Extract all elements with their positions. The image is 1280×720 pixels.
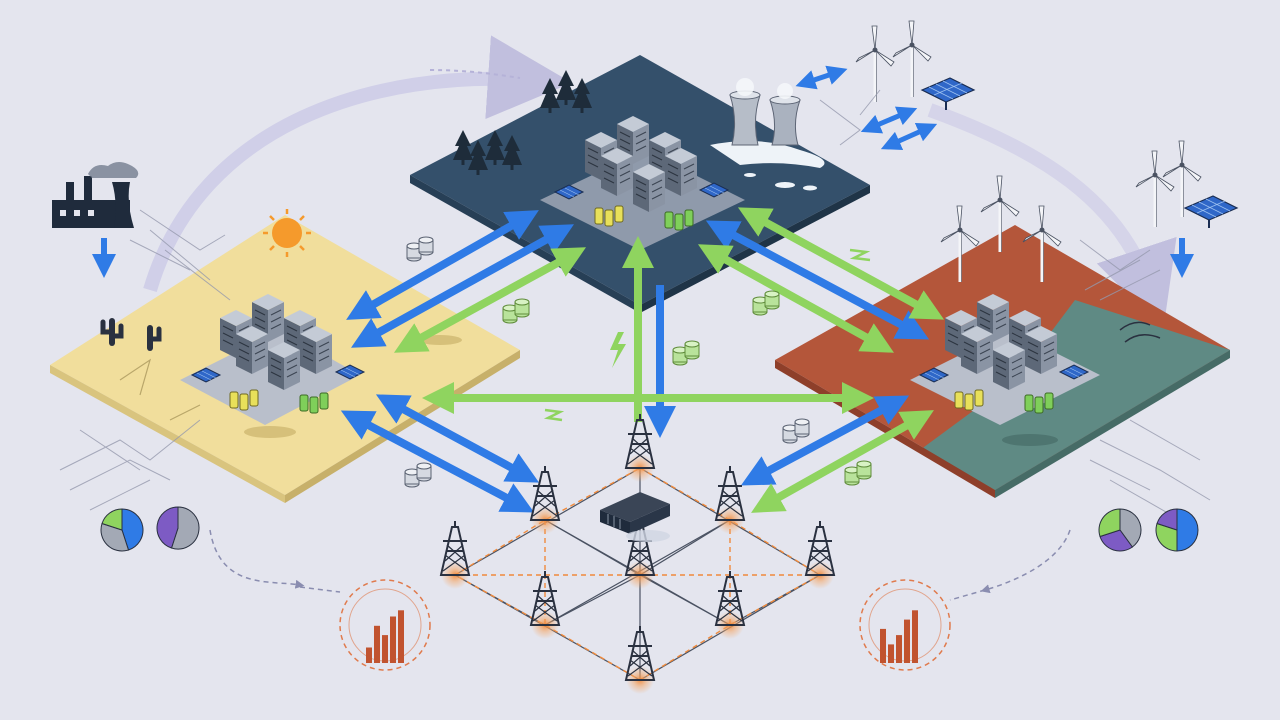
lightning-icon bbox=[849, 248, 871, 262]
coin-stack-icon bbox=[406, 236, 434, 262]
coin-stack-icon bbox=[752, 290, 780, 316]
factory-icon bbox=[52, 162, 139, 228]
coin-stack-icon bbox=[672, 340, 700, 366]
pine-tree-icon bbox=[556, 70, 576, 105]
wind-turbine-icon bbox=[1134, 149, 1176, 229]
pie-slice bbox=[1119, 508, 1142, 548]
pie-slice bbox=[121, 508, 144, 551]
coin-stack-icon bbox=[782, 418, 810, 444]
power-flow-arrows bbox=[393, 207, 945, 513]
bar-chart-icon-right bbox=[859, 579, 951, 671]
pie-slice bbox=[1098, 508, 1121, 538]
server-rack-icon bbox=[664, 147, 698, 197]
pie-charts bbox=[100, 506, 1199, 552]
bar bbox=[398, 610, 404, 663]
lightning-icon bbox=[610, 332, 626, 368]
wind-turbine-icon bbox=[891, 19, 933, 99]
server-rack-icon bbox=[235, 325, 269, 375]
sun-icon bbox=[263, 209, 311, 257]
lightning-icon bbox=[543, 408, 565, 422]
server-rack-icon bbox=[1024, 325, 1058, 375]
pie-chart-icon bbox=[100, 508, 144, 552]
data-center-desert bbox=[180, 293, 365, 425]
renewable-generation-top bbox=[854, 19, 1238, 229]
server-rack-icon bbox=[960, 325, 994, 375]
server-rack-icon bbox=[992, 341, 1026, 391]
transformer-icon bbox=[600, 492, 670, 542]
bar bbox=[390, 616, 396, 663]
server-rack-icon bbox=[600, 147, 634, 197]
pie-chart-icon bbox=[1098, 508, 1142, 552]
cactus-icon bbox=[147, 325, 162, 351]
pie-slice bbox=[1155, 522, 1178, 552]
pie-slice bbox=[101, 508, 123, 531]
cooling-tower-icon bbox=[729, 78, 801, 146]
pie-chart-icon bbox=[156, 506, 200, 550]
mixed-region bbox=[775, 174, 1230, 498]
pie-chart-icon bbox=[1155, 508, 1199, 552]
data-center-mixed bbox=[910, 293, 1100, 425]
coin-stack-icon bbox=[502, 298, 530, 324]
coin-stack-icon bbox=[844, 460, 872, 486]
server-rack-icon bbox=[299, 325, 333, 375]
coin-stack-icon bbox=[404, 462, 432, 488]
server-rack-icon bbox=[632, 163, 666, 213]
pine-tree-icon bbox=[540, 78, 560, 113]
data-center-boreal bbox=[540, 115, 745, 250]
solar-panel-icon bbox=[921, 77, 975, 111]
bar bbox=[888, 644, 894, 663]
pie-slice bbox=[1099, 529, 1134, 552]
grid-sketch-lines bbox=[59, 89, 1211, 521]
bar bbox=[382, 635, 388, 663]
pie-slice bbox=[156, 506, 179, 549]
bar bbox=[366, 647, 372, 663]
bar bbox=[880, 628, 886, 663]
bar-chart-icon-left bbox=[339, 579, 431, 671]
background-flow-arcs bbox=[143, 35, 1177, 594]
cactus-icon bbox=[100, 318, 124, 346]
pie-slice bbox=[1156, 508, 1178, 531]
bar bbox=[896, 635, 902, 663]
bar bbox=[904, 619, 910, 663]
server-rack-icon bbox=[267, 341, 301, 391]
bar bbox=[912, 610, 918, 663]
pie-slice bbox=[1176, 508, 1199, 552]
transmission-grid bbox=[440, 413, 835, 694]
solar-panel-icon bbox=[1184, 195, 1238, 229]
desert-region bbox=[50, 209, 520, 503]
bar bbox=[374, 625, 380, 663]
wind-turbine-icon bbox=[854, 24, 896, 104]
